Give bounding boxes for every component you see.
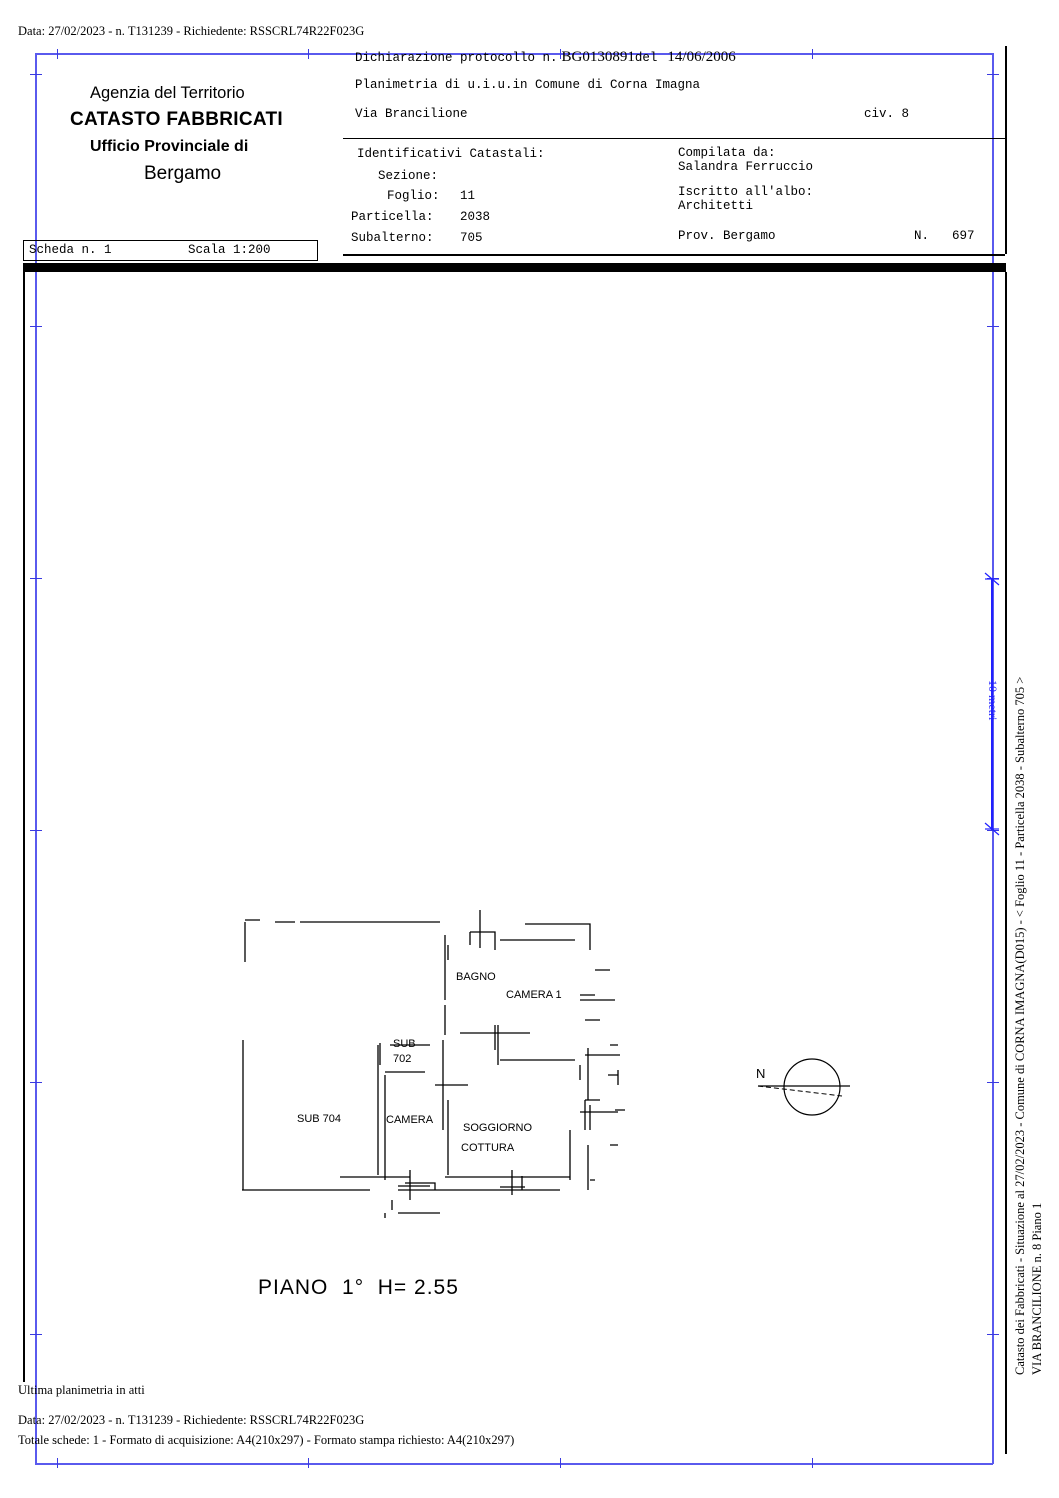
protocol-date: 14/06/2006: [667, 49, 736, 65]
scale-bar-top-tick-icon: [984, 572, 1000, 586]
footer-ultima-planimetria: Ultima planimetria in atti: [18, 1383, 145, 1397]
floor-plan-lines: BAGNO CAMERA 1 SUB 702 SUB 704 CAMERA SO…: [242, 910, 625, 1218]
side-situation-text: Catasto dei Fabbricati - Situazione al 2…: [1013, 676, 1027, 1375]
room-label-bagno: BAGNO: [456, 971, 496, 983]
particella-value: 2038: [460, 210, 491, 224]
footer-totals: Totale schede: 1 - Formato di acquisizio…: [18, 1433, 515, 1447]
foglio-label: Foglio:: [387, 189, 440, 203]
floor-level-label: PIANO 1° H= 2.55: [258, 1276, 459, 1299]
footer-request-stamp: Data: 27/02/2023 - n. T131239 - Richiede…: [18, 1413, 365, 1427]
scheda-scale: Scala 1:200: [188, 243, 271, 257]
subalterno-label: Subalterno:: [351, 231, 434, 245]
ufficio-city: Bergamo: [144, 163, 222, 184]
albo-value: Architetti: [678, 199, 754, 213]
svg-text:N: N: [756, 1066, 765, 1081]
room-label-cottura: COTTURA: [461, 1142, 515, 1154]
header-request-stamp: Data: 27/02/2023 - n. T131239 - Richiede…: [18, 24, 365, 38]
foglio-value: 11: [460, 189, 476, 203]
floor-plan-drawing: BAGNO CAMERA 1 SUB 702 SUB 704 CAMERA SO…: [230, 900, 630, 1230]
thick-header-bar: [23, 263, 1006, 272]
albo-label: Iscritto all'albo:: [678, 185, 814, 199]
address-street: Via Brancilione: [355, 107, 468, 121]
agency-name: Agenzia del Territorio: [90, 84, 245, 102]
address-civic: civ. 8: [864, 107, 910, 121]
scheda-box: Scheda n. 1 Scala 1:200: [23, 240, 318, 261]
identifiers-title: Identificativi Catastali:: [357, 147, 545, 161]
particella-label: Particella:: [351, 210, 434, 224]
compiler-name: Salandra Ferruccio: [678, 160, 814, 174]
registration-n-label: N.: [914, 229, 930, 243]
compiler-label: Compilata da:: [678, 146, 776, 160]
ufficio-label: Ufficio Provinciale di: [90, 138, 249, 155]
room-label-sub-704: SUB 704: [297, 1113, 341, 1125]
scheda-number: Scheda n. 1: [29, 243, 112, 257]
room-label-camera-1: CAMERA 1: [506, 989, 562, 1001]
registration-n-value: 697: [952, 229, 975, 243]
protocol-number: BG0130891: [561, 49, 635, 65]
room-label-sub-702-b: 702: [393, 1053, 411, 1065]
north-arrow-icon: N: [756, 1058, 850, 1116]
room-label-soggiorno: SOGGIORNO: [463, 1122, 533, 1134]
side-address-text: VIA BRANCILIONE n. 8 Piano 1: [1030, 1202, 1044, 1375]
room-label-camera: CAMERA: [386, 1114, 434, 1126]
sezione-label: Sezione:: [378, 169, 439, 183]
subalterno-value: 705: [460, 231, 483, 245]
catasto-title: CATASTO FABBRICATI: [70, 109, 283, 130]
north-compass: N: [750, 1050, 850, 1125]
declaration-line: Dichiarazione protocollo n. BG0130891del…: [355, 49, 736, 65]
room-label-sub-702-a: SUB: [393, 1038, 416, 1050]
scale-bar-label: 10 metri: [986, 680, 1000, 721]
compiler-province: Prov. Bergamo: [678, 229, 776, 243]
planimetria-line: Planimetria di u.i.u.in Comune di Corna …: [355, 78, 701, 92]
scale-bar-bottom-tick-icon: [984, 822, 1000, 836]
